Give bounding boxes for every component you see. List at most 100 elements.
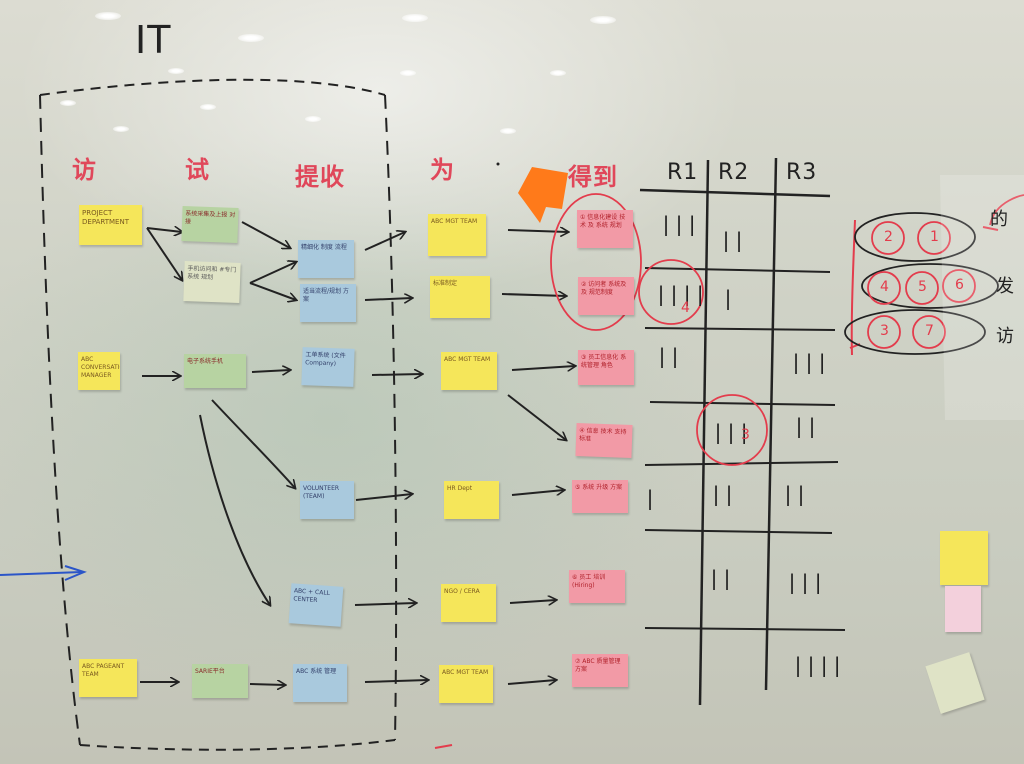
ceiling-light <box>305 116 321 122</box>
arrow <box>354 603 416 605</box>
arrow <box>364 680 428 682</box>
ceiling-light <box>168 68 184 74</box>
sticky-note: ABC MGT TEAM <box>428 214 486 256</box>
sticky-note: 手机访问和 #专门系统 规划 <box>183 261 241 303</box>
priority-number: 7 <box>925 323 934 339</box>
arrow <box>509 600 556 603</box>
arrow <box>146 227 182 280</box>
tally-row-line <box>649 401 836 406</box>
priority-loop <box>844 309 986 355</box>
tally-mark: | <box>644 486 658 510</box>
edge-text: 的 <box>990 209 1008 230</box>
tally-mark: ||| <box>790 350 830 374</box>
arrow <box>249 262 296 284</box>
sticky-note: ③ 员工信息化 系统管理 角色 <box>578 350 634 385</box>
arrow <box>146 228 182 232</box>
arrow <box>199 414 270 605</box>
tally-mark: || <box>656 344 683 368</box>
priority-number: 6 <box>955 277 964 293</box>
arrow <box>511 366 575 370</box>
arrow <box>507 680 556 684</box>
sticky-note: SARIE平台 <box>192 664 248 698</box>
sticky-note: ① 信息化建设 技术 及 系统 规划 <box>577 210 633 248</box>
red-loop <box>638 259 704 325</box>
column-header: 访 <box>72 156 97 184</box>
priority-number: 4 <box>880 279 889 295</box>
tally-row-line <box>644 327 836 331</box>
ceiling-light <box>200 104 216 110</box>
tally-mark: ||| <box>712 420 752 444</box>
red-loop <box>696 394 768 466</box>
sticky-note: 精细化 制度 流程 <box>298 240 354 278</box>
column-header: 提收 <box>295 163 345 191</box>
sticky-note: VOLUNTEER (TEAM) <box>300 481 354 519</box>
sticky-note: ⑥ 员工 培训 (Hiring) <box>569 570 625 603</box>
sticky-note: ABC CONVERSATION MANAGER <box>78 352 120 390</box>
it-boundary-right <box>384 94 398 741</box>
orange-arrow-note <box>518 167 568 223</box>
blue-arrow <box>0 571 83 576</box>
tally-mark: |||| <box>792 653 845 677</box>
arrow <box>211 399 295 488</box>
tally-mark: || <box>782 482 809 506</box>
sticky-note: ABC 系统 管理 <box>293 664 347 702</box>
tally-mark: ||| <box>660 212 700 236</box>
priority-number: 3 <box>880 323 889 339</box>
tally-mark: || <box>793 414 820 438</box>
arrow <box>507 230 568 232</box>
sticky-note <box>940 531 988 585</box>
arrow <box>355 494 412 501</box>
edge-text: 访 <box>996 326 1014 347</box>
tally-mark: | <box>722 286 736 310</box>
priority-bracket <box>850 219 856 356</box>
ceiling-light <box>95 12 121 20</box>
arrow <box>249 684 285 685</box>
red-loop <box>550 193 642 331</box>
arrow <box>249 282 296 300</box>
tally-mark: ||| <box>786 570 826 594</box>
ceiling-light <box>400 70 416 76</box>
sticky-note: 工单系统 (文件 Company) <box>301 347 355 387</box>
column-header: 得到 <box>568 163 618 191</box>
round-header: R1 <box>667 160 699 185</box>
sticky-note: NGO / CERA <box>441 584 496 622</box>
ceiling-light <box>60 100 76 106</box>
sticky-note: ABC MGT TEAM <box>439 665 493 703</box>
sticky-note: ⑦ ABC 质量管理 方案 <box>572 654 628 687</box>
circled-count: 4 <box>681 300 690 316</box>
tally-divider-r2-r3 <box>764 157 778 691</box>
sticky-note: ② 访问者 系统及 及 规范制度 <box>578 277 634 315</box>
tally-mark: || <box>708 566 735 590</box>
tally-header-line <box>639 188 831 198</box>
it-boundary-bottom <box>79 739 396 751</box>
sticky-note: ④ 信息 技术 支持 标准 <box>575 423 633 458</box>
priority-loop <box>854 212 976 262</box>
arrow <box>364 232 405 251</box>
priority-number: 1 <box>930 229 939 245</box>
board-title: IT <box>135 18 172 62</box>
tally-mark: || <box>710 482 737 506</box>
tally-divider-r1-r2 <box>698 159 710 706</box>
ceiling-light <box>550 70 566 76</box>
sticky-note: 标准制定 <box>430 276 490 318</box>
round-header: R2 <box>718 160 750 185</box>
ceiling-light <box>590 16 616 24</box>
it-boundary-top <box>39 78 386 96</box>
sticky-note: PROJECT DEPARTMENT <box>79 205 142 245</box>
tally-mark: |||| <box>655 282 708 306</box>
sticky-note: ABC PAGEANT TEAM <box>79 659 137 697</box>
circled-count: 3 <box>741 427 750 443</box>
ceiling-light <box>238 34 264 42</box>
tally-row-line <box>644 267 831 273</box>
tally-row-line <box>644 529 833 534</box>
sticky-note: ⑤ 系统 升级 方案 <box>572 480 628 513</box>
column-header: 为 <box>430 156 455 184</box>
column-header: 试 <box>185 156 210 184</box>
edge-text: 发 <box>996 276 1014 297</box>
arrow <box>507 394 566 440</box>
it-boundary-left <box>39 94 81 746</box>
arrow <box>251 370 290 372</box>
ceiling-light <box>402 14 428 22</box>
